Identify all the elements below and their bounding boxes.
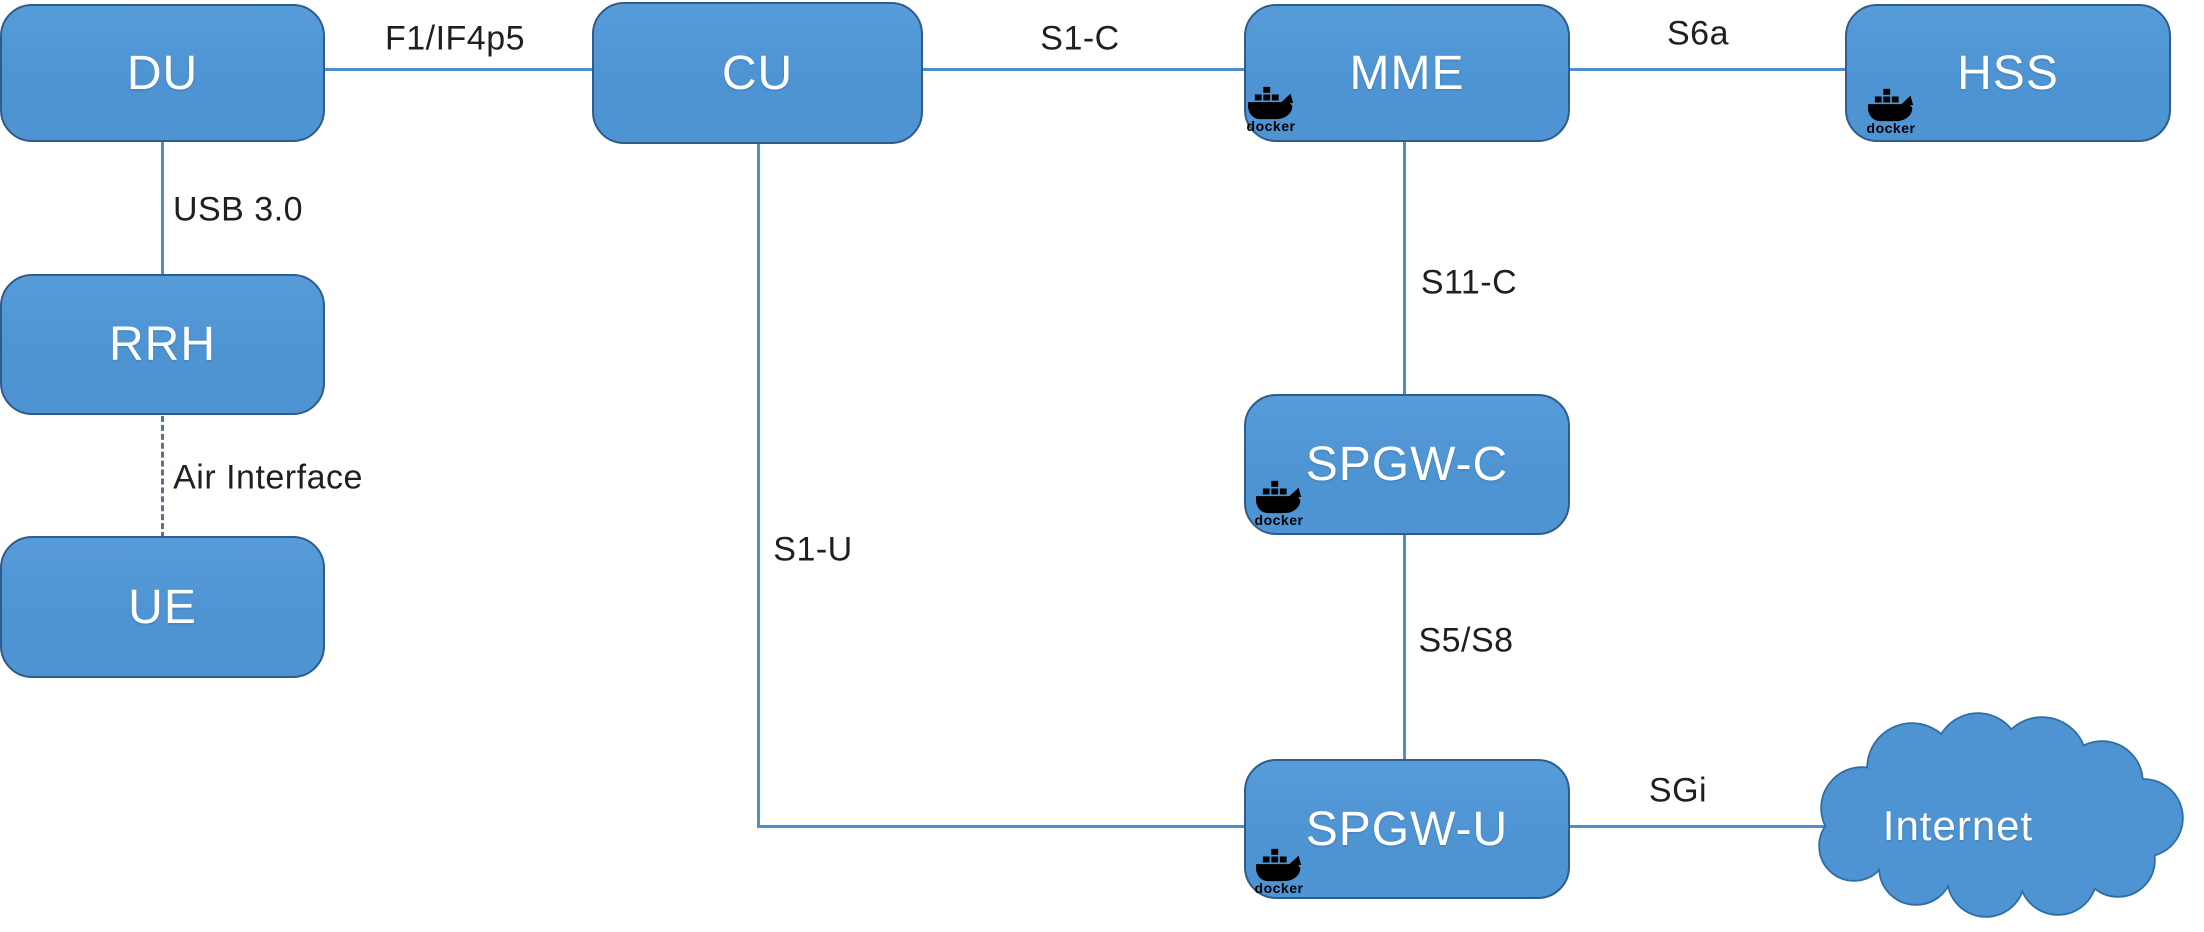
- link-label-mme-hss: S6a: [1667, 14, 1729, 53]
- cloud-icon: [1818, 712, 2184, 918]
- edge-cu-s1u-vertical: [757, 143, 760, 828]
- docker-logo-hss: docker: [1860, 88, 1922, 135]
- link-label-spgw-c-spgw-u: S5/S8: [1418, 621, 1514, 660]
- link-label-du-rrh: USB 3.0: [172, 190, 304, 229]
- edge-rrh-ue-dashed: [161, 416, 164, 538]
- docker-logo-spgw-c: docker: [1248, 480, 1310, 527]
- docker-wordmark: docker: [1254, 512, 1304, 528]
- edge-spgw-c-spgw-u: [1403, 534, 1406, 762]
- edge-spgw-u-internet: [1568, 825, 1868, 828]
- edge-mme-spgw-c: [1403, 141, 1406, 397]
- edge-s1u-horizontal: [757, 825, 1247, 828]
- node-spgw-c: SPGW-C: [1244, 394, 1570, 535]
- node-cu: CU: [592, 2, 923, 144]
- link-label-cu-spgw-u: S1-U: [773, 530, 853, 569]
- link-label-mme-spgw-c: S11-C: [1420, 263, 1518, 302]
- docker-whale-icon: [1248, 86, 1294, 120]
- link-label-cu-mme: S1-C: [1040, 19, 1120, 58]
- node-spgw-u: SPGW-U: [1244, 759, 1570, 899]
- node-ue: UE: [0, 536, 325, 678]
- link-label-rrh-ue: Air Interface: [173, 458, 363, 497]
- docker-whale-icon: [1256, 480, 1302, 514]
- edge-mme-hss: [1568, 68, 1848, 71]
- link-label-du-cu: F1/IF4p5: [384, 19, 526, 58]
- docker-wordmark: docker: [1254, 880, 1304, 896]
- node-rrh: RRH: [0, 274, 325, 415]
- node-mme: MME: [1244, 4, 1570, 142]
- docker-whale-icon: [1256, 848, 1302, 882]
- node-spgw-c-label: SPGW-C: [1305, 438, 1509, 491]
- docker-logo-mme: docker: [1240, 86, 1302, 133]
- node-rrh-label: RRH: [109, 318, 216, 371]
- node-du-label: DU: [126, 46, 199, 100]
- docker-whale-icon: [1868, 88, 1914, 122]
- node-hss-label: HSS: [1957, 46, 2059, 100]
- node-ue-label: UE: [128, 580, 197, 634]
- edge-du-cu: [322, 68, 594, 71]
- edge-du-rrh: [161, 141, 164, 277]
- node-internet: [1800, 710, 2190, 922]
- edge-cu-mme: [921, 68, 1247, 71]
- node-spgw-u-label: SPGW-U: [1305, 802, 1509, 856]
- docker-logo-spgw-u: docker: [1248, 848, 1310, 895]
- node-mme-label: MME: [1349, 46, 1465, 100]
- node-du: DU: [0, 4, 325, 142]
- link-label-spgw-u-internet: SGi: [1648, 771, 1708, 810]
- node-cu-label: CU: [721, 46, 794, 100]
- node-internet-label: Internet: [1882, 802, 2034, 849]
- docker-wordmark: docker: [1866, 120, 1916, 136]
- docker-wordmark: docker: [1246, 118, 1296, 134]
